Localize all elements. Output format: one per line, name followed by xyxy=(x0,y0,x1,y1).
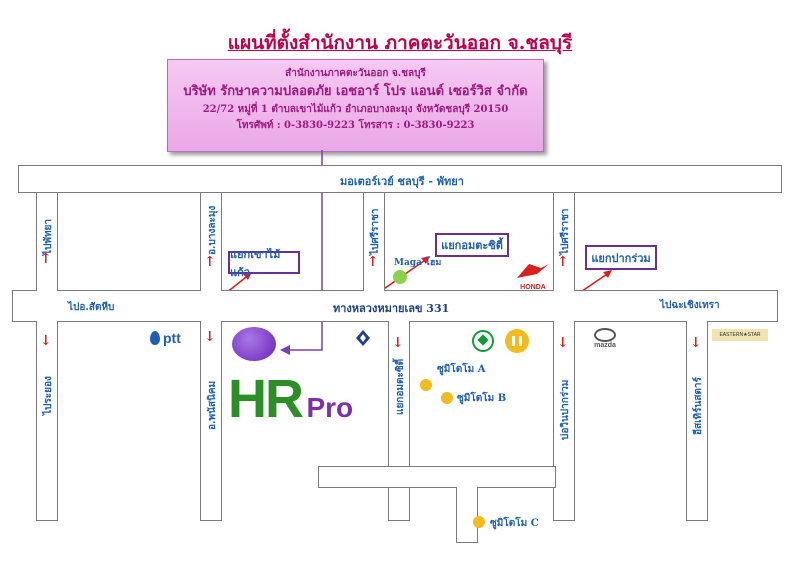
mazda-emblem-icon xyxy=(594,328,616,342)
road-banglamung-upper xyxy=(200,193,222,291)
to-pattaya-label: ไปพัทยา xyxy=(43,218,54,255)
sumitomo-b-marker xyxy=(441,392,453,404)
sumitomo-a-marker xyxy=(420,379,432,391)
pro-logo-text: Pro xyxy=(306,392,354,423)
office-name: สำนักงานภาคตะวันออก จ.ชลบุรี xyxy=(285,68,426,79)
honda-wing-icon xyxy=(517,264,549,278)
pak-ruam-junction: แยกปากร่วม xyxy=(585,245,657,270)
eastern-star-road-label: อีสเทิร์นสตาร์ xyxy=(693,377,704,435)
to-sriracha2-label: ไปศรีราชา xyxy=(560,208,571,255)
road-sumitomo-horizontal xyxy=(318,466,556,488)
maga-home-marker xyxy=(393,270,407,284)
to-sriracha1-label: ไปศรีราชา xyxy=(370,208,381,255)
road-sriracha1-upper xyxy=(363,193,385,291)
highway-331-label: ทางหลวงหมายเลข 331 xyxy=(333,302,450,315)
phanat-label: อ.พนัสนิคม xyxy=(207,380,218,430)
company-address: 22/72 หมู่ที่ 1 ตำบลเขาไม้แก้ว อำเภอบางล… xyxy=(202,104,509,115)
bangkok-bank-icon xyxy=(356,330,370,346)
info-connector-line xyxy=(282,150,323,351)
arrow-up-sriracha2: ↑ xyxy=(557,254,569,270)
arrow-down-amata: ↓ xyxy=(392,335,404,351)
road-pattaya-upper xyxy=(36,193,58,291)
company-phone: โทรศัพท์ : 0-3830-9223 โทรสาร : 0-3830-9… xyxy=(236,120,475,131)
road-rayong-lower xyxy=(36,321,58,521)
pak-ruam-arrowhead xyxy=(603,270,612,278)
maga-home-label: Maga โฮม xyxy=(394,258,442,268)
road-bowin-lower xyxy=(553,321,575,521)
khao-mai-kaew-arrowhead xyxy=(243,272,252,280)
hr-logo-text: HR xyxy=(228,369,304,429)
to-banglamung-label: อ.บางละมุง xyxy=(207,205,218,255)
motorway-label: มอเตอร์เวย์ ชลบุรี - พัทยา xyxy=(340,175,464,188)
to-rayong-label: ไประยอง xyxy=(43,376,54,415)
road-phanat-lower xyxy=(200,321,222,521)
hr-pro-logo: HR Pro xyxy=(228,368,353,430)
info-connector-arrowhead xyxy=(280,345,290,355)
mazda-logo: mazda xyxy=(594,328,616,349)
eastern-star-logo: EASTERN★STAR xyxy=(712,329,768,341)
ptt-drop-icon xyxy=(150,331,160,345)
road-amata-lower xyxy=(388,321,410,521)
to-sattahip-label: ไปอ.สัตหีบ xyxy=(68,302,115,313)
ptt-text: ptt xyxy=(163,330,181,346)
amata-road-label: แยกอมตะซิตี้ xyxy=(395,358,406,415)
amata-junction: แยกอมตะซิตี้ xyxy=(435,233,509,257)
sumitomo-b-label: ซูมิโตโม B xyxy=(457,393,507,404)
arrow-down-rayong: ↓ xyxy=(40,333,52,349)
arrow-down-phanat: ↓ xyxy=(204,329,216,345)
arrow-up-sriracha1: ↑ xyxy=(367,254,379,270)
sumitomo-c-marker xyxy=(473,516,485,528)
krungsri-bank-icon xyxy=(505,329,529,353)
honda-text: HONDA xyxy=(520,284,546,291)
road-sriracha2-upper xyxy=(553,193,575,291)
arrow-up-banglamung: ↑ xyxy=(204,254,216,270)
to-chachoengsao-label: ไปฉะเชิงเทรา xyxy=(660,300,720,311)
kasikorn-bank-icon xyxy=(472,330,494,352)
honda-logo: HONDA xyxy=(515,262,551,291)
bowin-pakruam-label: บ่อวินปากร่วม xyxy=(560,379,571,440)
road-sumitomo-c xyxy=(456,487,478,543)
arrow-down-bowin: ↓ xyxy=(557,335,569,351)
arrow-down-eastern-star: ↓ xyxy=(690,335,702,351)
company-info-box: สำนักงานภาคตะวันออก จ.ชลบุรี บริษัท รักษ… xyxy=(167,59,544,152)
company-name: บริษัท รักษาความปลอดภัย เอชอาร์ โปร แอนด… xyxy=(183,84,528,99)
amata-arrowhead xyxy=(421,256,430,264)
khao-mai-kaew-junction: แยกเขาไม้แก้ว xyxy=(228,248,300,279)
ptt-logo: ptt xyxy=(150,330,181,346)
sumitomo-c-label: ซูมิโตโม C xyxy=(490,518,539,529)
map-title: แผนที่ตั้งสำนักงาน ภาคตะวันออก จ.ชลบุรี xyxy=(227,32,573,54)
motorway-road xyxy=(18,165,782,193)
sumitomo-a-label: ซูมิโตโม A xyxy=(437,364,486,375)
mazda-text: mazda xyxy=(594,342,616,349)
office-location-marker xyxy=(232,327,276,361)
road-eastern-star-lower xyxy=(686,321,708,521)
arrow-up-pattaya: ↑ xyxy=(40,251,52,267)
